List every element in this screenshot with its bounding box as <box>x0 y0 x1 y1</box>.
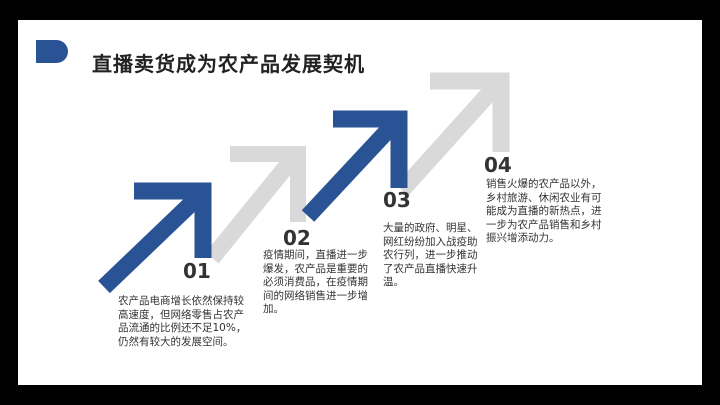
text-line: 振兴增添动力。 <box>486 232 560 245</box>
step-number-04: 04 <box>484 153 512 177</box>
title-accent-tab <box>36 40 68 63</box>
text-line: 网红纷纷加入战疫助 <box>383 235 478 248</box>
text-line: 间的网络销售进一步增 <box>263 289 368 302</box>
slide-title: 直播卖货成为农产品发展契机 <box>92 52 365 76</box>
arrow-2-gray <box>205 146 306 264</box>
text-line: 乡村旅游、休闲农业有可 <box>486 191 602 204</box>
arrow-1-blue <box>98 182 212 294</box>
text-line: 加。 <box>263 303 284 316</box>
text-line: 高速度，但网络零售占农产 <box>118 308 244 321</box>
text-line: 仍然有较大的发展空间。 <box>118 335 234 348</box>
slide <box>18 20 702 385</box>
step-text-04: 销售火爆的农产品以外，乡村旅游、休闲农业有可能成为直播的新热点，进一步为农产品销… <box>486 178 602 246</box>
step-text-03: 大量的政府、明星、网红纷纷加入战疫助农行列，进一步推动了农产品直播快速升温。 <box>383 222 478 290</box>
step-number-02: 02 <box>283 226 311 250</box>
text-line: 疫情期间，直播进一步 <box>263 249 368 261</box>
text-line: 销售火爆的农产品以外， <box>486 178 602 190</box>
text-line: 爆发，农产品是重要的 <box>263 262 368 275</box>
text-line: 农产品电商增长依然保持较 <box>118 295 244 307</box>
step-text-01: 农产品电商增长依然保持较高速度，但网络零售占农产品流通的比例还不足10%，仍然有… <box>118 295 246 349</box>
text-line: 了农产品直播快速升 <box>383 262 478 275</box>
text-line: 品流通的比例还不足10%， <box>118 322 247 335</box>
text-line: 农行列，进一步推动 <box>383 249 478 262</box>
step-text-02: 疫情期间，直播进一步爆发，农产品是重要的必须消费品，在疫情期间的网络销售进一步增… <box>263 249 368 317</box>
arrow-4-gray <box>395 72 510 196</box>
text-line: 温。 <box>383 276 404 289</box>
step-number-01: 01 <box>183 259 211 283</box>
text-line: 大量的政府、明星、 <box>383 222 478 234</box>
text-line: 能成为直播的新热点，进 <box>486 205 602 218</box>
text-line: 必须消费品，在疫情期 <box>263 276 368 289</box>
text-line: 一步为农产品销售和乡村 <box>486 218 602 231</box>
step-number-03: 03 <box>383 188 411 212</box>
arrow-3-blue <box>301 110 408 222</box>
